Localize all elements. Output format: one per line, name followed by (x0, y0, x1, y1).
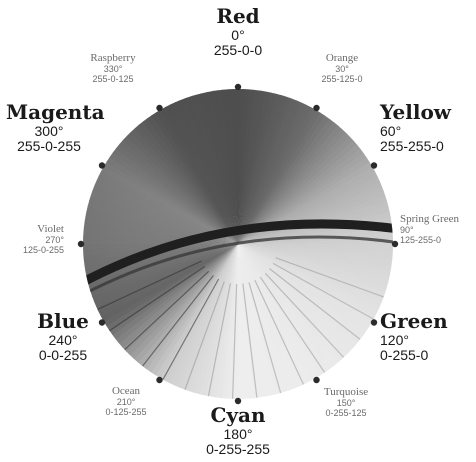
hue-marker-raspberry (156, 104, 163, 112)
label-cyan: Cyan 180° 0-255-255 (188, 403, 288, 457)
hue-rgb: 0-0-255 (38, 346, 88, 363)
hue-marker-cyan (234, 397, 242, 405)
label-yellow: Yellow 60° 255-255-0 (380, 100, 474, 154)
hue-name: Ocean (111, 385, 141, 397)
hue-marker-blue (98, 319, 106, 326)
hue-degree: 180° (223, 425, 253, 442)
hue-rgb: 0-255-125 (325, 407, 367, 418)
hue-marker-green (370, 319, 378, 326)
hue-degree: 300° (34, 122, 64, 139)
hue-name: Red (216, 4, 260, 28)
hue-degree: 120° (380, 331, 409, 348)
label-blue: Blue 240° 0-0-255 (20, 309, 106, 363)
hue-rgb: 255-0-125 (92, 73, 134, 84)
hue-degree: 240° (48, 331, 78, 348)
hue-rgb: 125-0-255 (22, 244, 64, 255)
label-green: Green 120° 0-255-0 (380, 309, 474, 363)
hue-name: Yellow (380, 100, 452, 124)
label-red: Red 0° 255-0-0 (188, 4, 288, 58)
hue-marker-red (234, 83, 242, 91)
hue-marker-ocean (156, 376, 163, 384)
label-violet: Violet 270° 125-0-255 (2, 223, 64, 255)
hue-markers (77, 83, 399, 405)
hue-rgb: 0-125-255 (105, 406, 147, 417)
label-turquoise: Turquoise 150° 0-255-125 (306, 386, 386, 418)
hue-degree: 0° (231, 26, 245, 43)
hue-rgb: 0-255-255 (206, 440, 270, 457)
hue-marker-spring-green (391, 240, 399, 248)
hue-name: Magenta (6, 100, 105, 124)
hue-marker-turquoise (313, 376, 320, 384)
label-orange: Orange 30° 255-125-0 (306, 52, 378, 84)
label-ocean: Ocean 210° 0-125-255 (90, 385, 162, 417)
hue-name: Raspberry (90, 52, 136, 64)
hue-degree: 30° (335, 63, 349, 74)
hue-name: Violet (37, 223, 64, 235)
hue-marker-orange (313, 104, 320, 112)
hue-name: Turquoise (323, 386, 369, 398)
hue-degree: 150° (336, 397, 356, 408)
hue-marker-yellow (370, 162, 378, 169)
dark-arc-band (83, 219, 393, 299)
hue-degree: 60° (380, 122, 402, 139)
label-spring-green: Spring Green 90° 125-255-0 (400, 213, 476, 245)
hue-name: Green (380, 309, 448, 333)
hue-rgb: 255-125-0 (321, 73, 363, 84)
hue-degree: 270° (45, 234, 64, 245)
hue-degree: 210° (116, 396, 136, 407)
hue-name: Blue (37, 309, 89, 333)
label-raspberry: Raspberry 330° 255-0-125 (74, 52, 152, 84)
wheel-bands (83, 219, 393, 308)
hue-rgb: 255-0-0 (213, 41, 263, 58)
hue-marker-violet (77, 240, 85, 248)
hue-name: Spring Green (400, 213, 459, 225)
hue-rgb: 0-255-0 (380, 346, 429, 363)
label-magenta: Magenta 300° 255-0-255 (6, 100, 105, 154)
hue-name: Cyan (210, 403, 266, 427)
hue-degree: 90° (400, 224, 414, 235)
hue-rgb: 255-0-255 (17, 137, 81, 154)
hue-degree: 330° (103, 63, 123, 74)
hue-marker-magenta (98, 162, 106, 169)
hue-rgb: 125-255-0 (400, 234, 442, 245)
hue-name: Orange (325, 52, 359, 64)
hue-rgb: 255-255-0 (380, 137, 444, 154)
thin-arc-band (83, 235, 393, 308)
